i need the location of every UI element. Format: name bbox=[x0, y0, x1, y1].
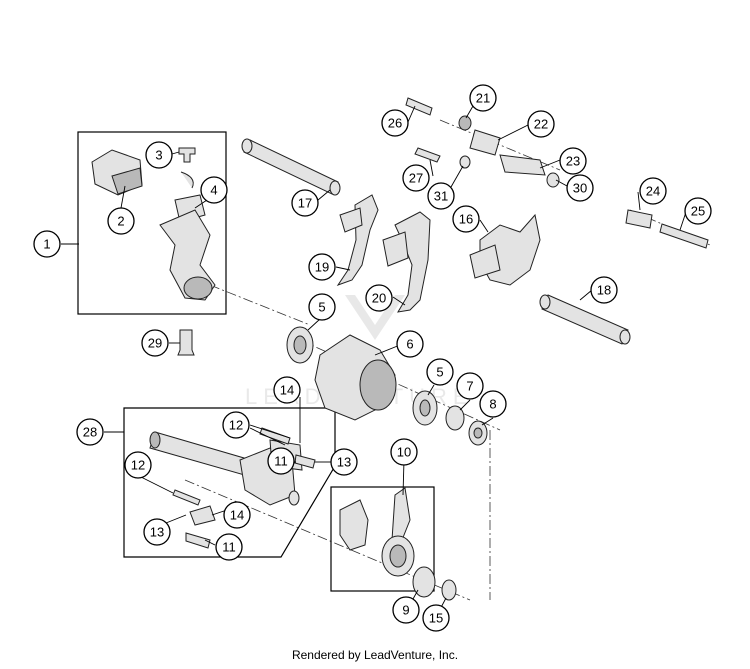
callout-27: 27 bbox=[402, 164, 430, 192]
svg-text:13: 13 bbox=[337, 455, 351, 470]
svg-text:17: 17 bbox=[298, 196, 312, 211]
callout-29: 29 bbox=[141, 329, 169, 357]
svg-text:19: 19 bbox=[315, 260, 329, 275]
svg-text:24: 24 bbox=[646, 184, 660, 199]
callout-9: 9 bbox=[392, 596, 420, 624]
shift-fork-16-part bbox=[469, 213, 541, 286]
callout-19: 19 bbox=[308, 253, 336, 281]
svg-text:5: 5 bbox=[318, 300, 325, 315]
callout-7: 7 bbox=[456, 372, 484, 400]
callout-12-lower: 12 bbox=[124, 451, 152, 479]
callout-5-lower: 5 bbox=[426, 358, 454, 386]
pin-29-part bbox=[177, 329, 195, 356]
svg-text:27: 27 bbox=[409, 171, 423, 186]
svg-text:15: 15 bbox=[429, 611, 443, 626]
callout-14-lower: 14 bbox=[223, 501, 251, 529]
svg-text:4: 4 bbox=[210, 183, 217, 198]
shift-fork-19-part bbox=[336, 194, 379, 286]
svg-text:14: 14 bbox=[280, 383, 294, 398]
shift-rod-18-part bbox=[539, 294, 631, 345]
callout-3: 3 bbox=[145, 141, 173, 169]
svg-text:16: 16 bbox=[459, 212, 473, 227]
svg-text:3: 3 bbox=[155, 148, 162, 163]
callout-11-upper: 11 bbox=[267, 447, 295, 475]
svg-text:21: 21 bbox=[476, 91, 490, 106]
callout-15: 15 bbox=[422, 604, 450, 632]
svg-text:30: 30 bbox=[573, 181, 587, 196]
svg-text:6: 6 bbox=[406, 337, 413, 352]
callout-28: 28 bbox=[76, 418, 104, 446]
svg-text:29: 29 bbox=[148, 336, 162, 351]
callout-26: 26 bbox=[381, 109, 409, 137]
svg-text:25: 25 bbox=[691, 204, 705, 219]
svg-text:8: 8 bbox=[489, 397, 496, 412]
svg-text:20: 20 bbox=[372, 291, 386, 306]
callout-4: 4 bbox=[200, 176, 228, 204]
shift-shaft-assembly bbox=[149, 427, 316, 549]
spring-assembly-10-part bbox=[339, 487, 457, 601]
footer-credit: Rendered by LeadVenture, Inc. bbox=[291, 648, 459, 662]
svg-text:12: 12 bbox=[229, 418, 243, 433]
shift-drum-6-part bbox=[286, 326, 488, 446]
callout-8: 8 bbox=[479, 390, 507, 418]
group-box-10 bbox=[330, 486, 435, 592]
callout-31: 31 bbox=[427, 182, 455, 210]
callout-25: 25 bbox=[684, 197, 712, 225]
callout-22: 22 bbox=[527, 110, 555, 138]
callout-13-upper: 13 bbox=[330, 448, 358, 476]
callout-14-upper: 14 bbox=[273, 376, 301, 404]
callout-21: 21 bbox=[469, 84, 497, 112]
svg-text:26: 26 bbox=[388, 116, 402, 131]
svg-text:7: 7 bbox=[466, 379, 473, 394]
svg-text:22: 22 bbox=[534, 117, 548, 132]
group-box-1 bbox=[77, 131, 227, 315]
callout-24: 24 bbox=[639, 177, 667, 205]
svg-text:5: 5 bbox=[436, 365, 443, 380]
svg-text:23: 23 bbox=[566, 154, 580, 169]
callout-6: 6 bbox=[396, 330, 424, 358]
callout-30: 30 bbox=[566, 174, 594, 202]
svg-text:10: 10 bbox=[397, 445, 411, 460]
callout-10: 10 bbox=[390, 438, 418, 466]
callout-1: 1 bbox=[33, 230, 61, 258]
callout-13-lower: 13 bbox=[143, 518, 171, 546]
svg-text:11: 11 bbox=[274, 454, 288, 469]
shift-fork-20-part bbox=[382, 211, 431, 313]
callout-18: 18 bbox=[590, 276, 618, 304]
detent-parts-part bbox=[405, 97, 709, 249]
callout-16: 16 bbox=[452, 205, 480, 233]
shift-lever-assembly bbox=[91, 147, 216, 301]
shift-rod-17-part bbox=[241, 138, 341, 196]
callout-23: 23 bbox=[559, 147, 587, 175]
svg-text:11: 11 bbox=[222, 540, 236, 555]
svg-text:14: 14 bbox=[230, 508, 244, 523]
svg-text:2: 2 bbox=[117, 214, 124, 229]
callout-2: 2 bbox=[107, 207, 135, 235]
svg-text:31: 31 bbox=[434, 189, 448, 204]
callout-12-upper: 12 bbox=[222, 411, 250, 439]
svg-text:13: 13 bbox=[150, 525, 164, 540]
callout-5-upper: 5 bbox=[308, 293, 336, 321]
svg-text:18: 18 bbox=[597, 283, 611, 298]
svg-text:28: 28 bbox=[83, 425, 97, 440]
callout-11-lower: 11 bbox=[215, 533, 243, 561]
svg-text:1: 1 bbox=[43, 237, 50, 252]
svg-text:12: 12 bbox=[131, 458, 145, 473]
svg-text:9: 9 bbox=[402, 603, 409, 618]
callout-17: 17 bbox=[291, 189, 319, 217]
callout-20: 20 bbox=[365, 284, 393, 312]
